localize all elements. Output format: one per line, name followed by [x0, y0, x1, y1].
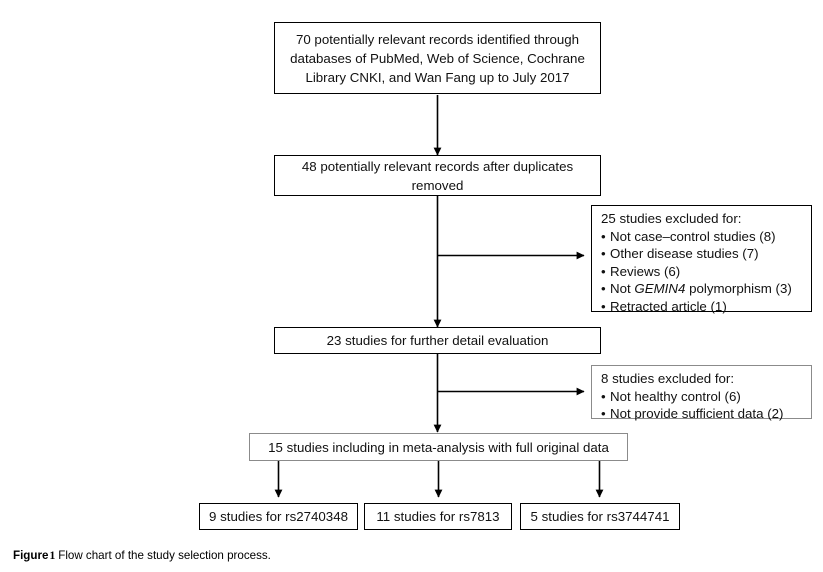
excluded-25-item-2: •Reviews (6) [601, 263, 803, 281]
bullet-icon: • [601, 406, 606, 422]
node-excluded-25: 25 studies excluded for: •Not case–contr… [591, 205, 812, 314]
node-included-meta-analysis: 15 studies including in meta-analysis wi… [249, 433, 628, 461]
excluded-25-item-4: •Retracted article (1) [601, 298, 803, 316]
bullet-icon: • [601, 228, 606, 244]
bullet-icon: • [601, 263, 606, 279]
excluded-25-item-3: •Not GEMIN4 polymorphism (3) [601, 280, 803, 298]
excluded-8-title: 8 studies excluded for: [601, 371, 735, 386]
excluded-8-item-0: •Not healthy control (6) [601, 388, 803, 406]
excluded-8-item-1-text: Not provide sufficient data (2) [610, 406, 784, 422]
excluded-25-item-2-text: Reviews (6) [610, 263, 681, 279]
bullet-icon: • [601, 298, 606, 314]
bullet-icon: • [601, 246, 606, 262]
node-outcome-rs7813-text: 11 studies for rs7813 [376, 509, 500, 524]
excluded-25-title: 25 studies excluded for: [601, 211, 742, 226]
excluded-8-item-0-text: Not healthy control (6) [610, 388, 741, 404]
node-excluded-8: 8 studies excluded for: •Not healthy con… [591, 365, 812, 421]
node-included-meta-analysis-text: 15 studies including in meta-analysis wi… [268, 439, 609, 455]
node-outcome-rs3744741: 5 studies for rs3744741 [520, 503, 680, 530]
node-further-detail-evaluation-text: 23 studies for further detail evaluation [326, 333, 549, 348]
node-outcome-rs2740348-text: 9 studies for rs2740348 [209, 509, 348, 524]
node-records-identified-text: 70 potentially relevant records identifi… [290, 31, 585, 85]
node-outcome-rs7813: 11 studies for rs7813 [364, 503, 512, 530]
bullet-icon: • [601, 281, 606, 297]
node-records-after-duplicates: 48 potentially relevant records after du… [274, 155, 601, 196]
excluded-25-item-1: •Other disease studies (7) [601, 245, 803, 263]
excluded-25-item-1-text: Other disease studies (7) [610, 246, 759, 262]
node-further-detail-evaluation: 23 studies for further detail evaluation [274, 327, 601, 354]
excluded-8-item-1: •Not provide sufficient data (2) [601, 405, 803, 423]
figure-caption-label: Figure [13, 549, 49, 562]
figure-caption-text: Flow chart of the study selection proces… [58, 549, 271, 562]
excluded-25-item-3-text: Not GEMIN4 polymorphism (3) [610, 281, 792, 297]
excluded-25-item-0: •Not case–control studies (8) [601, 228, 803, 246]
excluded-25-item-4-text: Retracted article (1) [610, 298, 727, 314]
node-records-after-duplicates-text: 48 potentially relevant records after du… [301, 158, 574, 193]
node-outcome-rs3744741-text: 5 studies for rs3744741 [530, 509, 670, 524]
figure-caption-number: 1 [49, 549, 56, 562]
excluded-25-item-0-text: Not case–control studies (8) [610, 228, 776, 244]
node-records-identified: 70 potentially relevant records identifi… [274, 22, 601, 94]
node-outcome-rs2740348: 9 studies for rs2740348 [199, 503, 358, 530]
bullet-icon: • [601, 388, 606, 404]
